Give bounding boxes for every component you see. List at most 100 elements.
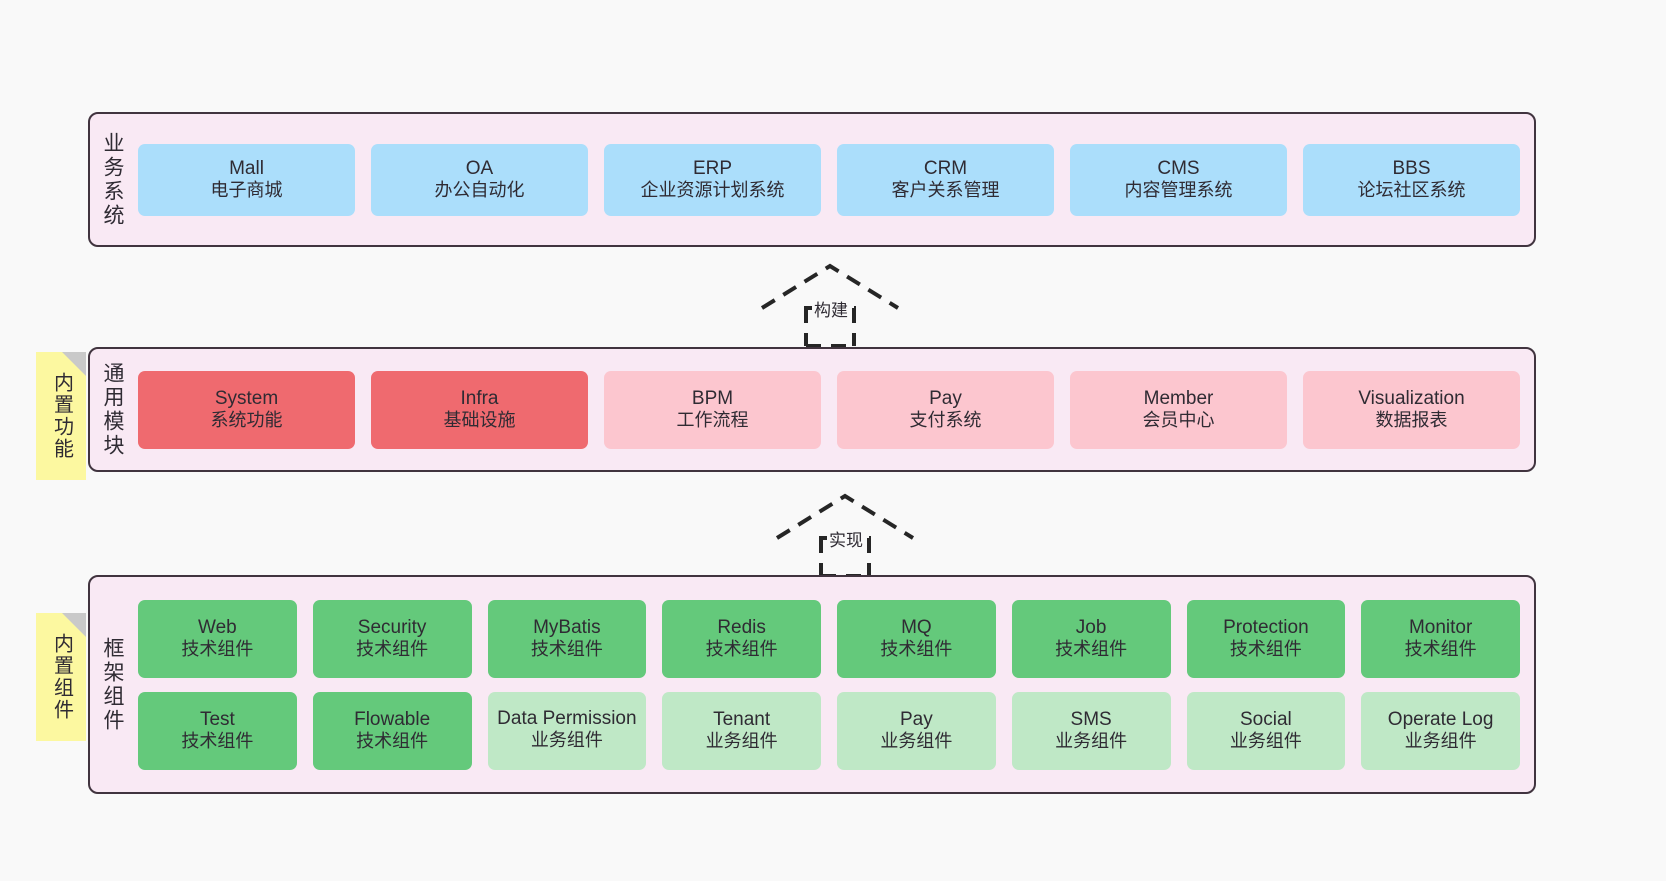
node-title: Test: [199, 708, 235, 730]
node-subtitle: 业务组件: [1229, 731, 1302, 752]
layer-common-module: 通用模块 System 系统功能 Infra 基础设施 BPM 工作流程 Pay…: [88, 347, 1536, 472]
node-erp[interactable]: ERP 企业资源计划系统: [604, 143, 821, 216]
node-title: Mall: [229, 157, 264, 179]
node-title: Web: [198, 616, 237, 638]
node-title: OA: [465, 157, 494, 179]
node-row: System 系统功能 Infra 基础设施 BPM 工作流程 Pay 支付系统…: [138, 370, 1520, 449]
node-title: Flowable: [354, 708, 431, 730]
node-tenant[interactable]: Tenant 业务组件: [662, 691, 821, 770]
node-subtitle: 技术组件: [1404, 639, 1477, 660]
node-subtitle: 内容管理系统: [1124, 180, 1233, 201]
node-subtitle: 会员中心: [1142, 410, 1215, 431]
node-subtitle: 技术组件: [1055, 639, 1128, 660]
node-monitor[interactable]: Monitor 技术组件: [1361, 599, 1520, 678]
node-title: Redis: [717, 616, 766, 638]
node-title: Protection: [1223, 616, 1309, 638]
node-subtitle: 技术组件: [530, 639, 603, 660]
node-title: CRM: [923, 157, 968, 179]
layer-title-framework-component: 框架组件: [101, 636, 125, 733]
node-subtitle: 业务组件: [880, 731, 953, 752]
node-subtitle: 数据报表: [1375, 410, 1448, 431]
sticky-note-builtin-component: 内置组件: [36, 613, 86, 741]
node-subtitle: 技术组件: [705, 639, 778, 660]
node-social[interactable]: Social 业务组件: [1186, 691, 1346, 770]
node-sms[interactable]: SMS 业务组件: [1011, 691, 1171, 770]
layer-body-business-system: Mall 电子商城 OA 办公自动化 ERP 企业资源计划系统 CRM 客户关系…: [134, 114, 1534, 245]
node-title: SMS: [1070, 708, 1112, 730]
node-subtitle: 业务组件: [1404, 731, 1477, 752]
node-mall[interactable]: Mall 电子商城: [138, 143, 355, 216]
node-subtitle: 业务组件: [1055, 731, 1128, 752]
node-job[interactable]: Job 技术组件: [1011, 599, 1171, 678]
node-security[interactable]: Security 技术组件: [312, 599, 472, 678]
node-title: Job: [1075, 616, 1107, 638]
layer-title-common-module: 通用模块: [101, 361, 125, 458]
node-title: Tenant: [713, 708, 771, 730]
node-subtitle: 企业资源计划系统: [640, 180, 785, 201]
sticky-note-builtin-function: 内置功能: [36, 352, 86, 480]
node-visualization[interactable]: Visualization 数据报表: [1303, 370, 1520, 449]
node-subtitle: 电子商城: [210, 180, 283, 201]
node-subtitle: 业务组件: [530, 729, 603, 750]
node-subtitle: 技术组件: [880, 639, 953, 660]
node-title: BPM: [691, 387, 734, 409]
node-subtitle: 系统功能: [210, 410, 283, 431]
node-bbs[interactable]: BBS 论坛社区系统: [1303, 143, 1520, 216]
node-row: Mall 电子商城 OA 办公自动化 ERP 企业资源计划系统 CRM 客户关系…: [138, 143, 1520, 216]
node-test[interactable]: Test 技术组件: [138, 691, 297, 770]
node-bpm[interactable]: BPM 工作流程: [604, 370, 821, 449]
node-subtitle: 技术组件: [1229, 639, 1302, 660]
node-title: BBS: [1392, 157, 1431, 179]
node-redis[interactable]: Redis 技术组件: [662, 599, 821, 678]
layer-body-framework-component: Web 技术组件 Security 技术组件 MyBatis 技术组件 Redi…: [134, 577, 1534, 792]
node-subtitle: 技术组件: [356, 731, 429, 752]
node-subtitle: 基础设施: [443, 410, 516, 431]
node-protection[interactable]: Protection 技术组件: [1186, 599, 1346, 678]
connector-implement: 实现: [775, 492, 915, 578]
connector-label-build: 构建: [812, 296, 850, 321]
node-title: Data Permission: [497, 708, 637, 730]
node-infra[interactable]: Infra 基础设施: [371, 370, 588, 449]
node-title: Security: [357, 616, 427, 638]
node-subtitle: 工作流程: [676, 410, 749, 431]
node-mybatis[interactable]: MyBatis 技术组件: [487, 599, 647, 678]
node-pay-module[interactable]: Pay 支付系统: [837, 370, 1054, 449]
layer-framework-component: 框架组件 Web 技术组件 Security 技术组件 MyBatis 技术组件…: [88, 575, 1536, 794]
node-mq[interactable]: MQ 技术组件: [837, 599, 996, 678]
node-title: MQ: [901, 616, 932, 638]
node-row: Web 技术组件 Security 技术组件 MyBatis 技术组件 Redi…: [138, 599, 1520, 678]
node-data-permission[interactable]: Data Permission 业务组件: [487, 691, 647, 770]
node-title: Pay: [929, 387, 962, 409]
node-subtitle: 技术组件: [181, 731, 254, 752]
node-subtitle: 技术组件: [356, 639, 429, 660]
connector-build: 构建: [760, 262, 900, 348]
node-system[interactable]: System 系统功能: [138, 370, 355, 449]
node-title: Member: [1143, 387, 1214, 409]
node-title: ERP: [692, 157, 733, 179]
layer-title-business-system: 业务系统: [101, 131, 125, 228]
layer-body-common-module: System 系统功能 Infra 基础设施 BPM 工作流程 Pay 支付系统…: [134, 349, 1534, 470]
sticky-note-label: 内置组件: [50, 633, 73, 721]
node-title: MyBatis: [533, 616, 601, 638]
node-subtitle: 技术组件: [181, 639, 254, 660]
node-web[interactable]: Web 技术组件: [138, 599, 297, 678]
node-title: Infra: [460, 387, 499, 409]
node-crm[interactable]: CRM 客户关系管理: [837, 143, 1054, 216]
node-title: Social: [1240, 708, 1292, 730]
node-pay-component[interactable]: Pay 业务组件: [837, 691, 996, 770]
sticky-note-label: 内置功能: [50, 372, 73, 460]
node-title: Operate Log: [1387, 708, 1494, 730]
node-subtitle: 论坛社区系统: [1357, 180, 1466, 201]
node-oa[interactable]: OA 办公自动化: [371, 143, 588, 216]
node-operate-log[interactable]: Operate Log 业务组件: [1361, 691, 1520, 770]
node-subtitle: 客户关系管理: [891, 180, 1000, 201]
node-title: Monitor: [1408, 616, 1473, 638]
node-subtitle: 办公自动化: [434, 180, 525, 201]
node-member[interactable]: Member 会员中心: [1070, 370, 1287, 449]
node-title: CMS: [1157, 157, 1200, 179]
node-cms[interactable]: CMS 内容管理系统: [1070, 143, 1287, 216]
connector-label-implement: 实现: [827, 526, 865, 551]
node-title: System: [214, 387, 279, 409]
node-flowable[interactable]: Flowable 技术组件: [312, 691, 472, 770]
